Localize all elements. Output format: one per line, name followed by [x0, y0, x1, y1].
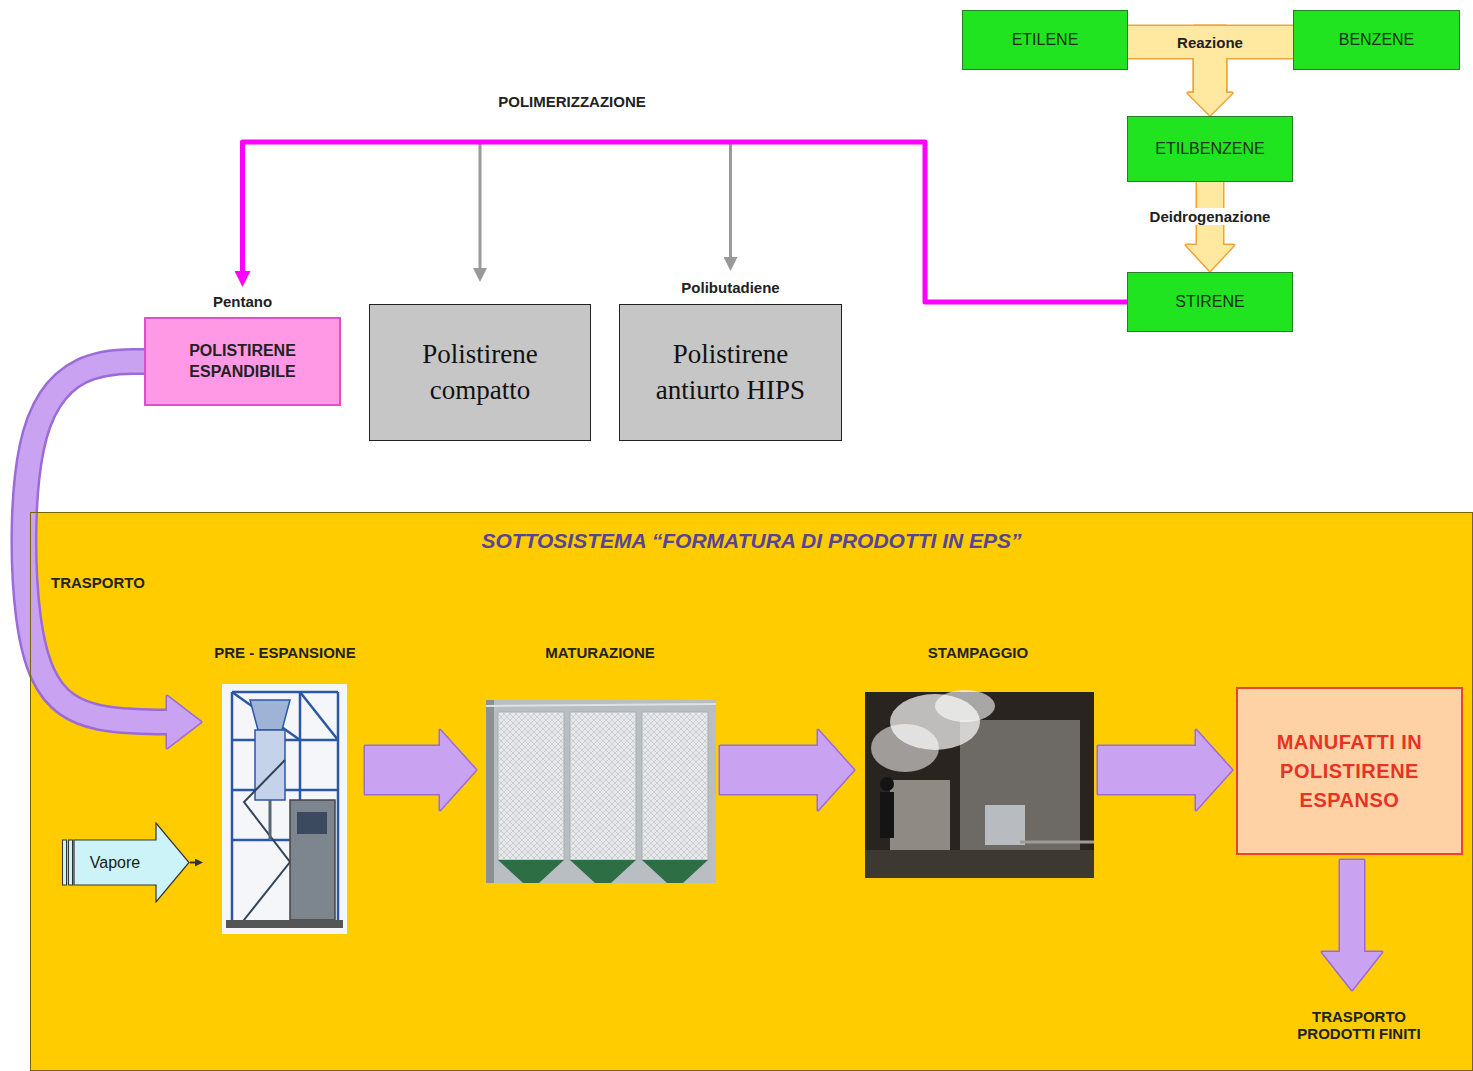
- pre-expander-picture-part-part: [337, 692, 340, 926]
- box-label: BENZENE: [1339, 31, 1415, 49]
- connector-label: TRASPORTO: [48, 574, 148, 591]
- polymerization-branch: [731, 142, 1128, 302]
- product-box: PentanoPOLISTIRENE ESPANDIBILE: [144, 317, 341, 406]
- output-box: MANUFATTI IN POLISTIRENE ESPANSO: [1236, 687, 1463, 855]
- step-label: MATURAZIONE: [480, 640, 720, 661]
- process-arrow: [720, 730, 854, 810]
- process-arrow: [720, 730, 854, 810]
- moulding-machine-picture-part: [865, 850, 1094, 878]
- moulding-machine-picture-part: [880, 777, 894, 791]
- maturation-silos-picture: [486, 700, 716, 883]
- product-box: Polistirene compatto: [369, 304, 591, 441]
- process-arrow: [1098, 730, 1232, 810]
- process-arrow: [1098, 730, 1232, 810]
- band-title: SOTTOSISTEMA “FORMATURA DI PRODOTTI IN E…: [31, 529, 1472, 553]
- process-arrow: [365, 730, 476, 810]
- subsystem-band-ground: [30, 512, 1473, 1071]
- monomer-box: BENZENE: [1293, 10, 1460, 70]
- steam-feed-line: [190, 862, 195, 864]
- pre-expander-picture-part: [232, 692, 338, 926]
- connector-layer-part: [24, 26, 1293, 810]
- pre-expander-picture-part: [240, 760, 290, 925]
- polymerization-branch: [480, 142, 1127, 302]
- transport-arrow: [24, 362, 169, 723]
- transport-arrow: [24, 362, 169, 723]
- subsystem-band: SOTTOSISTEMA “FORMATURA DI PRODOTTI IN E…: [30, 512, 1473, 1071]
- box-label: STIRENE: [1175, 293, 1244, 311]
- intermediate-box: ETILBENZENE: [1127, 116, 1293, 182]
- steam-arrow-body: [74, 823, 189, 902]
- connector-label: POLIMERIZZAZIONE: [495, 93, 649, 110]
- pre-expander-picture-part-part: [299, 692, 302, 800]
- connector-layer-part: [24, 26, 1293, 810]
- pre-expander-picture-part-part: [231, 692, 234, 926]
- step-label: STAMPAGGIO: [858, 640, 1098, 661]
- moulding-machine-picture-part: [890, 780, 950, 850]
- dehydrogenation-arrow: [1186, 182, 1234, 271]
- steam-arrow-bar: [69, 840, 73, 885]
- finished-products-arrow-outline: [1322, 860, 1382, 990]
- transport-arrow-head: [167, 696, 201, 748]
- maturation-silos-picture-part: [498, 712, 564, 860]
- transport-arrow-head: [167, 696, 201, 748]
- pre-expander-picture-part-part: [232, 839, 290, 842]
- monomer-box: STIRENE: [1127, 272, 1293, 332]
- maturation-silos-picture-part: [570, 712, 636, 860]
- maturation-silos-picture-part: [498, 860, 564, 883]
- pre-expander-picture-part-part: [232, 691, 338, 694]
- note-label: TRASPORTO PRODOTTI FINITI: [1276, 1008, 1442, 1042]
- maturation-silos-picture-part: [486, 700, 716, 883]
- moulding-machine-picture-part: [871, 724, 939, 772]
- pre-expander-picture-part: [269, 800, 272, 840]
- moulding-machine-picture: [865, 690, 1094, 878]
- box-label: Polistirene compatto: [405, 337, 555, 408]
- box-label: Polistirene antiurto HIPS: [656, 337, 806, 408]
- box-heading: Pentano: [106, 293, 379, 310]
- maturation-silos-picture-part: [642, 712, 708, 860]
- box-label: POLISTIRENE ESPANDIBILE: [154, 341, 331, 383]
- box-label: ETILBENZENE: [1155, 140, 1264, 158]
- moulding-machine-picture-part: [960, 720, 1080, 855]
- note-label: Reazione: [1174, 34, 1246, 51]
- polymerization-line: [243, 142, 1128, 302]
- process-step: STAMPAGGIO: [858, 640, 1098, 880]
- box-label: MANUFATTI IN POLISTIRENE ESPANSO: [1248, 728, 1451, 815]
- process-arrow: [365, 730, 476, 810]
- maturation-silos-picture-part: [642, 712, 708, 860]
- dehydrogenation-arrow: [1186, 182, 1234, 271]
- pre-expander-picture-part: [297, 812, 327, 834]
- maturation-silos-picture-part: [570, 860, 636, 883]
- moulding-machine-picture-part: [935, 690, 995, 722]
- maturation-silos-picture-part: [498, 712, 564, 860]
- process-step: PRE - ESPANSIONE: [205, 640, 365, 935]
- maturation-silos-picture-part: [486, 700, 494, 883]
- maturation-silos-picture-part: [486, 704, 716, 706]
- moulding-machine-picture-part: [1020, 841, 1094, 844]
- box-label: Vapore: [76, 840, 154, 885]
- box-label: ETILENE: [1012, 31, 1079, 49]
- finished-products-arrow: [1322, 860, 1382, 990]
- monomer-box: ETILENE: [962, 10, 1128, 70]
- connector-layer-part: [480, 142, 1127, 302]
- pre-expander-picture-part: [226, 920, 343, 928]
- pre-expander-picture-part: [250, 700, 290, 730]
- connector-layer-part: [190, 142, 1127, 863]
- steam-input-arrow: Vapore: [62, 822, 190, 903]
- pre-expander-picture-part: [222, 684, 347, 934]
- steam-arrow-bar: [63, 840, 67, 885]
- maturation-silos-picture-part: [570, 712, 636, 860]
- product-box: PolibutadienePolistirene antiurto HIPS: [619, 304, 842, 441]
- moulding-machine-picture-part: [985, 805, 1025, 845]
- pre-expander-picture-part: [290, 800, 335, 920]
- pre-expander-picture: [222, 684, 347, 934]
- pre-expander-picture-part-part: [300, 692, 338, 740]
- step-label: PRE - ESPANSIONE: [205, 640, 365, 661]
- box-heading: Polibutadiene: [580, 279, 881, 296]
- connector-label: Deidrogenazione: [1147, 208, 1274, 225]
- moulding-machine-picture-part: [880, 792, 894, 838]
- process-step: MATURAZIONE: [480, 640, 720, 885]
- maturation-silos-picture-part: [642, 860, 708, 883]
